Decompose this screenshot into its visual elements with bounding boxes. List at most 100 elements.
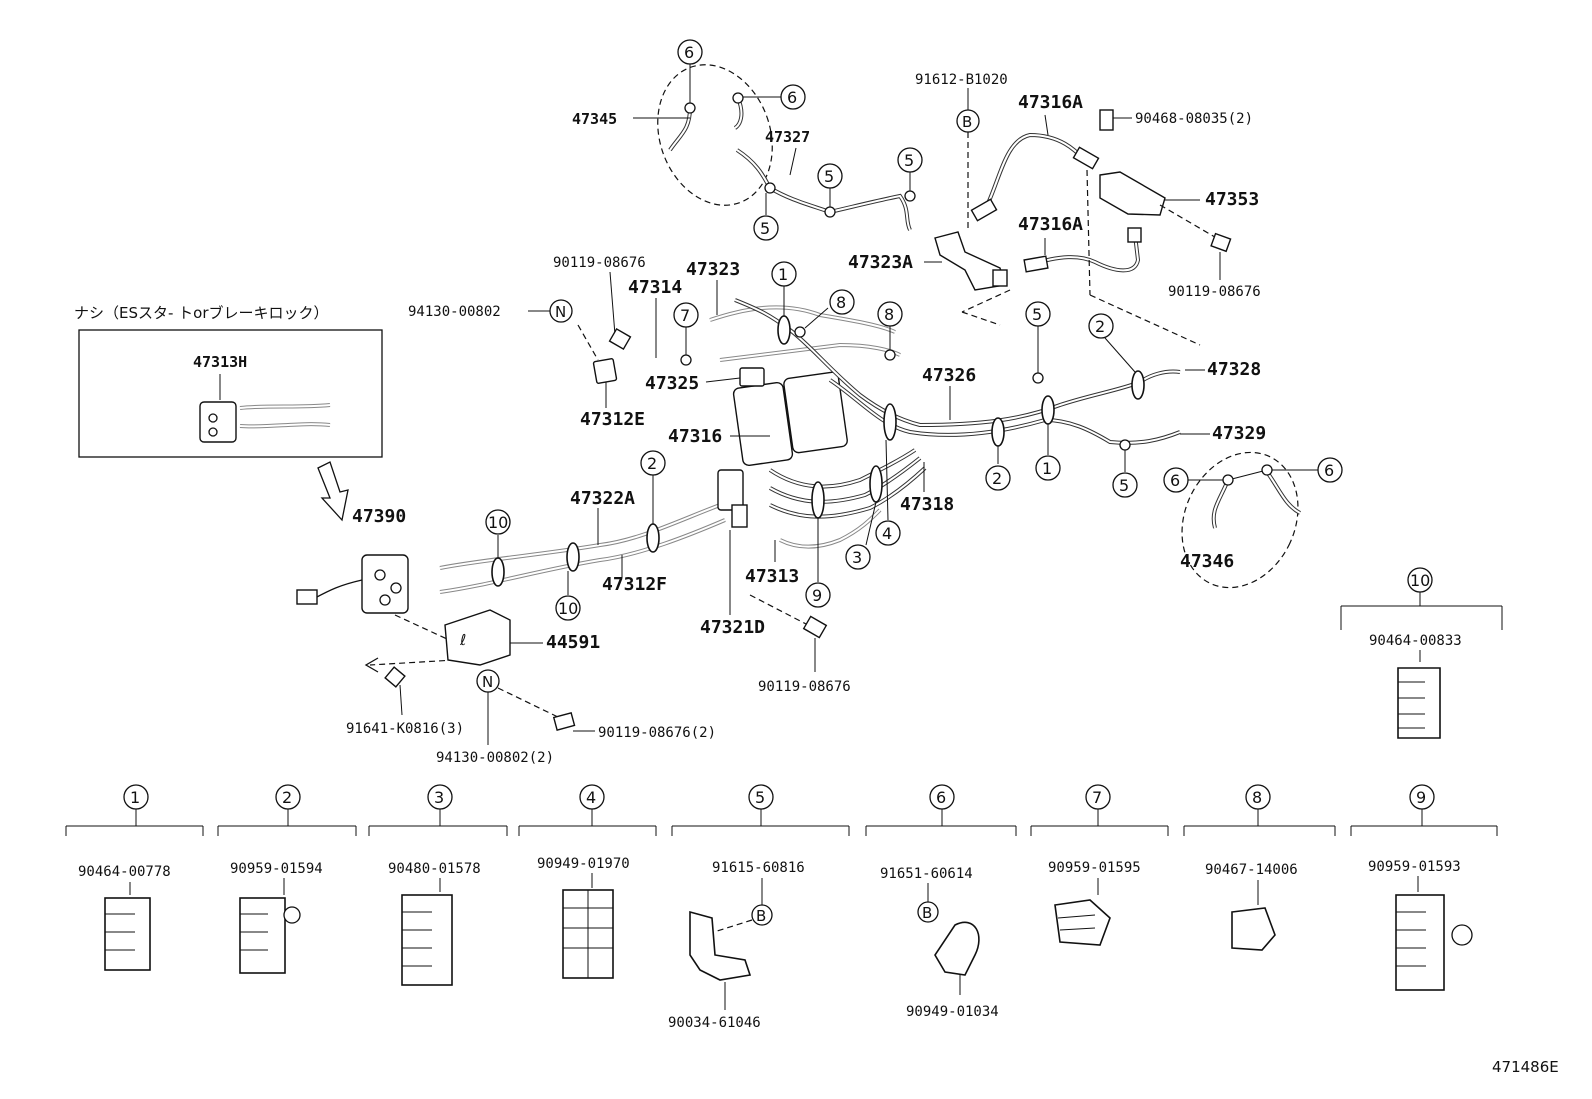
label-47328: 47328	[1207, 359, 1261, 380]
label-47323A: 47323A	[848, 252, 913, 273]
label-90119-bottom: 90119-08676	[758, 679, 851, 695]
clip-2-part: 90959-01594	[230, 861, 323, 877]
label-90119-right: 90119-08676	[1168, 284, 1261, 300]
svg-text:8: 8	[1252, 788, 1262, 807]
svg-text:B: B	[922, 904, 932, 922]
svg-text:6: 6	[1170, 471, 1180, 490]
svg-text:6: 6	[787, 88, 797, 107]
clip-5-part: 91615-60816	[712, 860, 805, 876]
joint-47313H-icon	[199, 401, 237, 443]
clip-3-part: 90480-01578	[388, 861, 481, 877]
label-47321D: 47321D	[700, 617, 765, 638]
valve-47390-group: 47390	[296, 506, 461, 673]
clip-6-part: 91651-60614	[880, 866, 973, 882]
clip-5-extra: 90034-61046	[668, 1015, 761, 1031]
clip-7-part: 90959-01595	[1048, 860, 1141, 876]
flex-hose-group: 91612-B1020 B 47316A 90468-08035(2) 4735…	[848, 72, 1261, 346]
svg-text:B: B	[962, 113, 972, 131]
label-47327: 47327	[765, 128, 810, 146]
tube-assembly-47345-group: 47345 47327 6 6 5 5 5	[572, 39, 923, 241]
svg-text:4: 4	[882, 524, 892, 543]
svg-text:5: 5	[1119, 476, 1129, 495]
tube-assembly-47346-group: 6 6 47346	[1163, 451, 1343, 589]
variant-box: ナシ（ESスタ- トorブレーキロック） 47313H	[74, 304, 383, 522]
clip-1-part: 90464-00778	[78, 864, 171, 880]
svg-text:9: 9	[1416, 788, 1426, 807]
central-labels: 90119-08676 47323 47314 94130-00802 N 47…	[408, 255, 1266, 695]
clip-9-icon	[1395, 894, 1445, 991]
label-47318: 47318	[900, 494, 954, 515]
label-90119-top: 90119-08676	[553, 255, 646, 271]
label-47316A-top: 47316A	[1018, 92, 1083, 113]
svg-text:1: 1	[130, 788, 140, 807]
label-91641: 91641-K0816(3)	[346, 721, 464, 737]
svg-text:ℓ: ℓ	[459, 631, 466, 649]
svg-text:5: 5	[824, 167, 834, 186]
joint-47321D-icon	[717, 469, 744, 511]
label-47316A-mid: 47316A	[1018, 214, 1083, 235]
svg-text:2: 2	[282, 788, 292, 807]
label-47322A: 47322A	[570, 488, 635, 509]
label-47345: 47345	[572, 110, 617, 128]
svg-text:2: 2	[992, 469, 1002, 488]
svg-text:7: 7	[680, 306, 690, 325]
label-47390: 47390	[352, 506, 406, 527]
label-47313: 47313	[745, 566, 799, 587]
label-47316: 47316	[668, 426, 722, 447]
label-47314: 47314	[628, 277, 682, 298]
svg-text:9: 9	[812, 586, 822, 605]
label-90468: 90468-08035(2)	[1135, 111, 1253, 127]
svg-text:8: 8	[836, 293, 846, 312]
variant-note: ナシ（ESスタ- トorブレーキロック）	[74, 304, 329, 322]
bracket-44591-icon	[444, 609, 511, 666]
svg-text:N: N	[555, 303, 566, 321]
svg-text:3: 3	[852, 548, 862, 567]
clip-5-icon	[689, 910, 752, 981]
tube-47322A-group: 47322A 47312F 10 10 2	[439, 450, 726, 621]
label-90119-2: 90119-08676(2)	[598, 725, 716, 741]
svg-text:5: 5	[904, 151, 914, 170]
svg-text:2: 2	[647, 454, 657, 473]
label-47323: 47323	[686, 259, 740, 280]
clip-90468-icon	[1099, 109, 1114, 131]
clip-10-group: 10 90464-00833	[1340, 567, 1503, 739]
clip-8-icon	[1231, 907, 1276, 951]
central-block-group	[592, 298, 1181, 549]
label-94130: 94130-00802	[408, 304, 501, 320]
svg-text:B: B	[756, 907, 766, 925]
label-91612: 91612-B1020	[915, 72, 1008, 88]
clip-3-icon	[401, 894, 453, 986]
clip-10-icon	[1397, 667, 1441, 739]
clip-8-part: 90467-14006	[1205, 862, 1298, 878]
clip-1-icon	[104, 897, 151, 971]
label-47312F: 47312F	[602, 574, 667, 595]
svg-text:2: 2	[1095, 317, 1105, 336]
svg-text:5: 5	[1032, 305, 1042, 324]
svg-text:4: 4	[586, 788, 596, 807]
clip-6-extra: 90949-01034	[906, 1004, 999, 1020]
svg-text:5: 5	[755, 788, 765, 807]
svg-text:3: 3	[434, 788, 444, 807]
actuator-icon	[732, 381, 794, 467]
label-44591: 44591	[546, 632, 600, 653]
clip-2-icon	[239, 897, 286, 974]
svg-text:N: N	[482, 673, 493, 691]
label-47346: 47346	[1180, 551, 1234, 572]
valve-47390-icon	[361, 554, 409, 614]
clip-47312E-icon	[592, 358, 618, 384]
clip-10-part: 90464-00833	[1369, 633, 1462, 649]
clip-9-part: 90959-01593	[1368, 859, 1461, 875]
svg-text:8: 8	[884, 305, 894, 324]
clip-6-icon	[934, 921, 980, 976]
svg-text:1: 1	[778, 265, 788, 284]
label-47313H: 47313H	[193, 353, 247, 371]
label-47326: 47326	[922, 365, 976, 386]
svg-text:7: 7	[1092, 788, 1102, 807]
clip-4-part: 90949-01970	[537, 856, 630, 872]
clip-7-icon	[1054, 899, 1111, 946]
arrow-icon	[317, 461, 349, 522]
svg-text:1: 1	[1042, 459, 1052, 478]
svg-text:6: 6	[1324, 461, 1334, 480]
svg-text:5: 5	[760, 219, 770, 238]
